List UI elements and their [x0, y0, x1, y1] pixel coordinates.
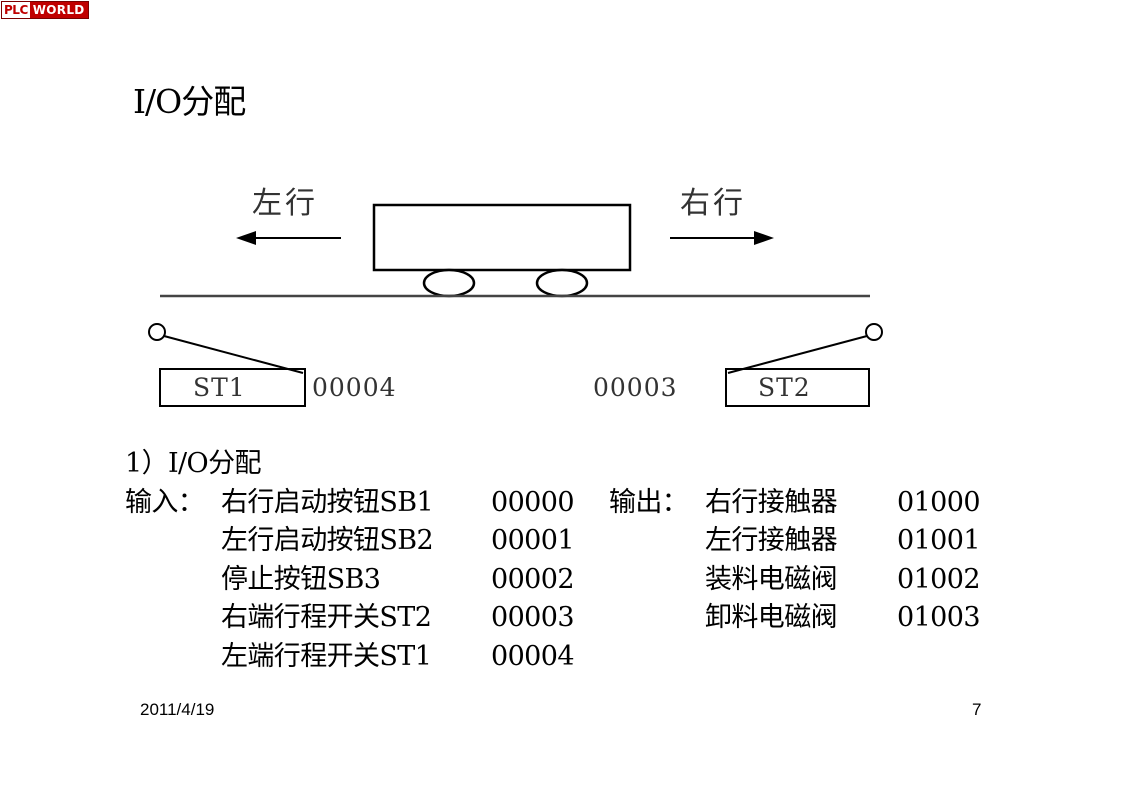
left-direction-label: 左行	[252, 186, 318, 221]
output-name: 左行接触器	[705, 525, 838, 556]
cart-wheel-left	[422, 268, 476, 298]
logo-world-text: WORLD	[29, 2, 88, 18]
cart-body	[372, 203, 632, 272]
io-row: 停止按钮SB3 00002 装料电磁阀 01002	[125, 561, 1025, 600]
output-code: 01000	[897, 486, 981, 518]
footer-date: 2011/4/19	[140, 700, 215, 719]
input-name: 停止按钮SB3	[221, 563, 381, 595]
right-arrow-icon	[670, 231, 774, 245]
io-assignment-section: 1）I/O分配 输入： 右行启动按钮SB1 00000 输出： 右行接触器 01…	[125, 445, 1025, 676]
plc-world-logo: PLC WORLD	[1, 1, 89, 19]
input-code: 00004	[491, 640, 575, 672]
io-row: 输入： 右行启动按钮SB1 00000 输出： 右行接触器 01000	[125, 484, 1025, 523]
input-name: 左行启动按钮SB2	[221, 525, 434, 556]
switch-st2-code: 00003	[593, 373, 678, 402]
limit-switch-st1	[148, 323, 306, 407]
input-code: 00003	[491, 602, 575, 633]
input-name: 右端行程开关ST2	[221, 602, 432, 633]
output-name: 卸料电磁阀	[705, 602, 838, 633]
section-heading-row: 1）I/O分配	[125, 445, 1025, 484]
slide-title: I/O分配	[133, 82, 246, 121]
limit-switch-st2	[725, 323, 883, 407]
io-row: 左端行程开关ST1 00004	[125, 638, 1025, 677]
logo-plc-text: PLC	[2, 2, 30, 18]
output-code: 01002	[897, 563, 981, 595]
output-name: 装料电磁阀	[705, 563, 838, 595]
input-code: 00002	[491, 563, 575, 595]
output-label: 输出：	[609, 486, 689, 518]
output-code: 01001	[897, 525, 981, 556]
switch-st1-label: ST1	[193, 373, 246, 402]
output-name: 右行接触器	[705, 486, 838, 518]
switch-st1-code: 00004	[312, 373, 397, 402]
io-row: 左行启动按钮SB2 00001 左行接触器 01001	[125, 522, 1025, 561]
output-code: 01003	[897, 602, 981, 633]
page-number: 7	[972, 700, 982, 719]
section-heading: 1）I/O分配	[125, 448, 261, 479]
input-code: 00001	[491, 525, 575, 556]
input-name: 左端行程开关ST1	[221, 640, 432, 672]
io-row: 右端行程开关ST2 00003 卸料电磁阀 01003	[125, 599, 1025, 638]
right-direction-label: 右行	[680, 186, 746, 221]
input-label: 输入：	[125, 486, 205, 518]
input-name: 右行启动按钮SB1	[221, 486, 434, 518]
cart-wheel-right	[535, 268, 589, 298]
switch-st2-label: ST2	[758, 373, 811, 402]
left-arrow-icon	[236, 231, 341, 245]
input-code: 00000	[491, 486, 575, 518]
